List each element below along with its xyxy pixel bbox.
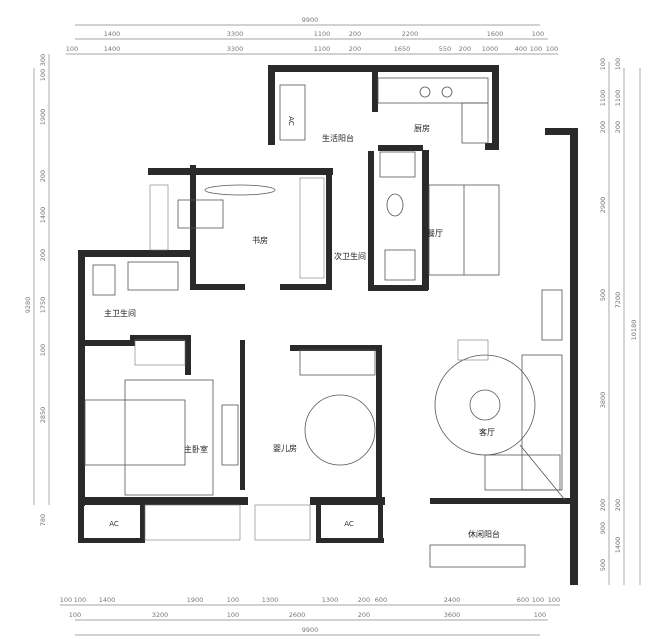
dimension-label: 100: [66, 45, 78, 53]
ac-label-utility: AC: [287, 116, 295, 126]
dimension-label: 9900: [302, 626, 319, 634]
dimension-label: 2850: [39, 407, 47, 424]
dimension-label: 9900: [302, 16, 319, 24]
dimension-label: 7200: [614, 292, 622, 309]
dimension-label: 200: [358, 611, 370, 619]
room-label-utility-balcony: 生活阳台: [322, 133, 354, 143]
dimension-label: 1900: [39, 109, 47, 126]
dimension-label: 100: [69, 611, 81, 619]
dimension-label: 100: [530, 45, 542, 53]
dimension-label: 3200: [152, 611, 169, 619]
dimension-label: 1400: [99, 596, 116, 604]
dimension-label: 100: [39, 69, 47, 81]
room-label-master-bathroom: 主卫生间: [104, 308, 136, 318]
dimension-label: 1900: [187, 596, 204, 604]
dimension-label: 2200: [402, 30, 419, 38]
room-labels: 生活阳台 厨房 书房 次卫生间 餐厅 主卫生间 主卧室 婴儿房 客厅 休闲阳台 …: [104, 116, 500, 539]
dimension-label: 100: [227, 596, 239, 604]
dimension-label: 3600: [444, 611, 461, 619]
dimension-label: 1100: [314, 30, 331, 38]
dimension-label: 3800: [599, 392, 607, 409]
dimension-label: 200: [599, 121, 607, 133]
dimension-label: 1100: [614, 90, 622, 107]
dimension-label: 9280: [24, 297, 32, 314]
dimension-label: 200: [349, 30, 361, 38]
room-label-kitchen: 厨房: [414, 123, 430, 133]
dimension-label: 600: [517, 596, 529, 604]
dimension-label: 100: [74, 596, 86, 604]
dimension-label: 1600: [487, 30, 504, 38]
dimension-label: 500: [599, 289, 607, 301]
dimension-label: 1300: [322, 596, 339, 604]
dimension-label: 2400: [444, 596, 461, 604]
dimension-label: 300: [39, 54, 47, 66]
dimension-label: 200: [39, 170, 47, 182]
dimension-label: 100: [614, 58, 622, 70]
dimension-label: 1400: [104, 30, 121, 38]
dimension-label: 100: [532, 30, 544, 38]
dimension-label: 500: [599, 559, 607, 571]
dimension-label: 100: [60, 596, 72, 604]
fixtures: [84, 77, 566, 541]
dimension-label: 1650: [394, 45, 411, 53]
dimension-label: 1000: [482, 45, 499, 53]
dimension-label: 1100: [314, 45, 331, 53]
dimension-label: 200: [459, 45, 471, 53]
dimension-label: 1400: [104, 45, 121, 53]
dimension-label: 200: [614, 499, 622, 511]
dimension-label: 200: [614, 121, 622, 133]
room-label-nursery: 婴儿房: [273, 443, 297, 453]
dimension-label: 1400: [614, 537, 622, 554]
dimension-label: 200: [349, 45, 361, 53]
dimension-label: 3300: [227, 45, 244, 53]
dimension-label: 780: [39, 514, 47, 526]
dimension-label: 1100: [599, 90, 607, 107]
dimension-label: 400: [515, 45, 527, 53]
room-label-master-bedroom: 主卧室: [184, 444, 208, 454]
room-label-leisure-balcony: 休闲阳台: [468, 529, 500, 539]
dimension-label: 2600: [289, 611, 306, 619]
dimension-label: 100: [548, 596, 560, 604]
ac-label-master: AC: [109, 520, 119, 528]
dimension-label: 1300: [262, 596, 279, 604]
room-label-second-bathroom: 次卫生间: [334, 251, 366, 261]
dimension-label: 2900: [599, 197, 607, 214]
dimension-label: 1400: [39, 207, 47, 224]
room-label-dining: 餐厅: [427, 229, 443, 238]
room-label-study: 书房: [252, 235, 268, 245]
dimension-label: 200: [599, 499, 607, 511]
dimension-label: 100: [39, 344, 47, 356]
ac-label-nursery: AC: [344, 520, 354, 528]
room-label-living-room: 客厅: [479, 427, 495, 437]
dimension-label: 550: [439, 45, 451, 53]
dimension-label: 200: [39, 249, 47, 261]
dimension-label: 600: [375, 596, 387, 604]
dimension-label: 100: [532, 596, 544, 604]
dimension-label: 100: [546, 45, 558, 53]
dimension-label: 100: [599, 58, 607, 70]
dimension-label: 3300: [227, 30, 244, 38]
dimension-label: 200: [358, 596, 370, 604]
dimension-label: 900: [599, 522, 607, 534]
dimension-label: 10180: [630, 320, 638, 341]
dimension-label: 100: [227, 611, 239, 619]
dimension-label: 1750: [39, 297, 47, 314]
dimension-label: 100: [534, 611, 546, 619]
walls: [78, 65, 578, 585]
